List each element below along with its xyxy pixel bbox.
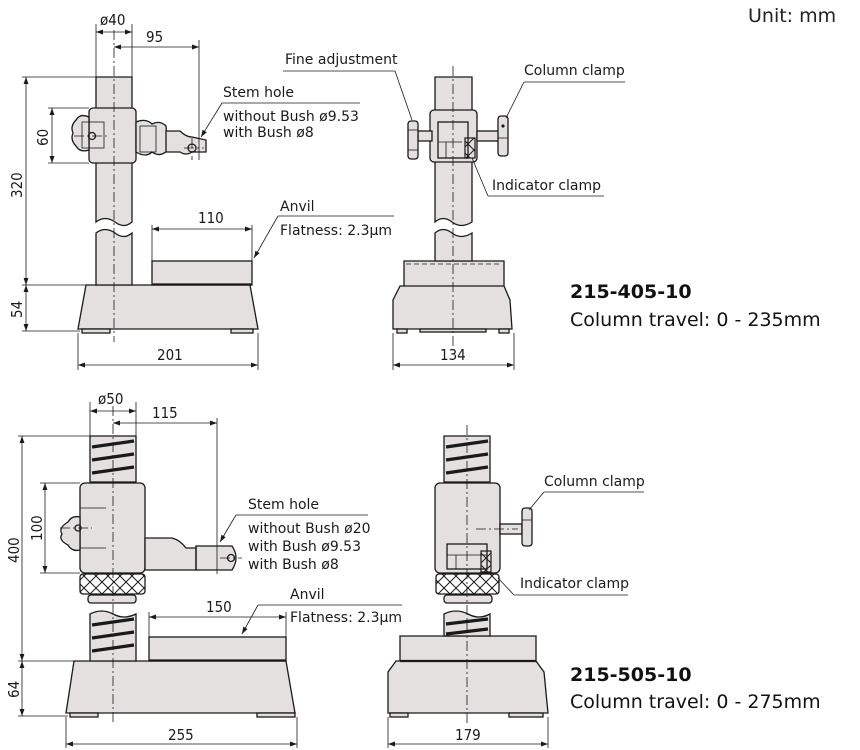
dim-base-width: 255 — [168, 726, 194, 744]
bottom-side-view: ø50 115 400 100 150 64 255 Stem hole wit… — [5, 390, 402, 748]
dim-stem-offset: 95 — [146, 28, 163, 46]
anvil-label: Anvil — [280, 199, 315, 215]
stem-hole-spec: without Bush ø20 — [248, 521, 371, 537]
top-side-view: ø40 95 320 60 110 54 201 Stem hole witho… — [8, 11, 394, 370]
stem-hole-spec: with Bush ø9.53 — [248, 539, 361, 555]
indicator-clamp-knob — [480, 550, 492, 573]
base — [65, 660, 296, 714]
column-clamp-label: Column clamp — [524, 63, 625, 79]
dim-holder-height: 60 — [34, 129, 52, 146]
stem-hole-spec: without Bush ø9.53 — [223, 109, 359, 125]
indicator-clamp-knob — [464, 137, 476, 159]
column-clamp-knob — [497, 115, 509, 157]
stem-hole-label: Stem hole — [223, 85, 294, 101]
anvil-flatness: Flatness: 2.3µm — [290, 610, 402, 626]
indicator-clamp-label: Indicator clamp — [520, 576, 629, 592]
dim-height: 400 — [5, 537, 23, 563]
dim-anvil-width: 150 — [206, 598, 232, 616]
indicator-clamp-label: Indicator clamp — [492, 178, 601, 194]
dim-base-height: 54 — [8, 301, 26, 318]
dim-height: 320 — [8, 172, 26, 198]
fine-feed-ring — [79, 573, 146, 595]
stem-arm — [144, 537, 199, 571]
base-foot — [81, 328, 111, 334]
fine-adjustment-knob — [407, 120, 419, 160]
dim-base-width: 201 — [157, 346, 183, 364]
model-number: 215-505-10 — [570, 664, 692, 686]
top-front-view: 134 Fine adjustment Column clamp Indicat… — [283, 52, 625, 370]
unit-label: Unit: mm — [748, 5, 836, 27]
dim-column-diameter: ø40 — [100, 11, 125, 29]
base — [77, 284, 259, 330]
anvil — [148, 636, 287, 662]
bottom-front-view: 179 Column clamp Indicator clamp — [387, 425, 645, 748]
clamp-knob — [135, 119, 169, 156]
base-foot — [230, 328, 254, 334]
column-lower — [95, 228, 133, 286]
anvil-flatness: Flatness: 2.3µm — [280, 223, 392, 239]
dim-base-height: 64 — [5, 681, 23, 698]
dim-column-diameter: ø50 — [98, 390, 123, 408]
column-clamp-knob — [521, 507, 533, 547]
dim-base-width: 179 — [455, 726, 481, 744]
dim-base-width: 134 — [440, 346, 466, 364]
stem-hole-spec: with Bush ø8 — [248, 557, 339, 573]
dim-anvil-width: 110 — [198, 209, 224, 227]
anvil — [151, 260, 253, 286]
fine-adjustment-label: Fine adjustment — [285, 52, 398, 68]
dim-stem-offset: 115 — [152, 404, 178, 422]
fine-adjust-knob — [71, 114, 90, 152]
column-travel: Column travel: 0 - 235mm — [570, 309, 821, 331]
column-clamp-label: Column clamp — [544, 474, 645, 490]
base — [392, 260, 513, 330]
model-number: 215-405-10 — [570, 281, 692, 303]
column-travel: Column travel: 0 - 275mm — [570, 691, 821, 713]
stem-hole-spec: with Bush ø8 — [223, 125, 314, 141]
anvil-label: Anvil — [290, 587, 325, 603]
fine-feed-ring — [435, 573, 500, 595]
base — [387, 635, 549, 714]
stem-arm — [165, 130, 207, 155]
stem-hole-label: Stem hole — [248, 497, 319, 513]
clamp-knob — [60, 515, 81, 552]
holder-block — [79, 482, 146, 574]
dim-holder-height: 100 — [28, 515, 46, 541]
